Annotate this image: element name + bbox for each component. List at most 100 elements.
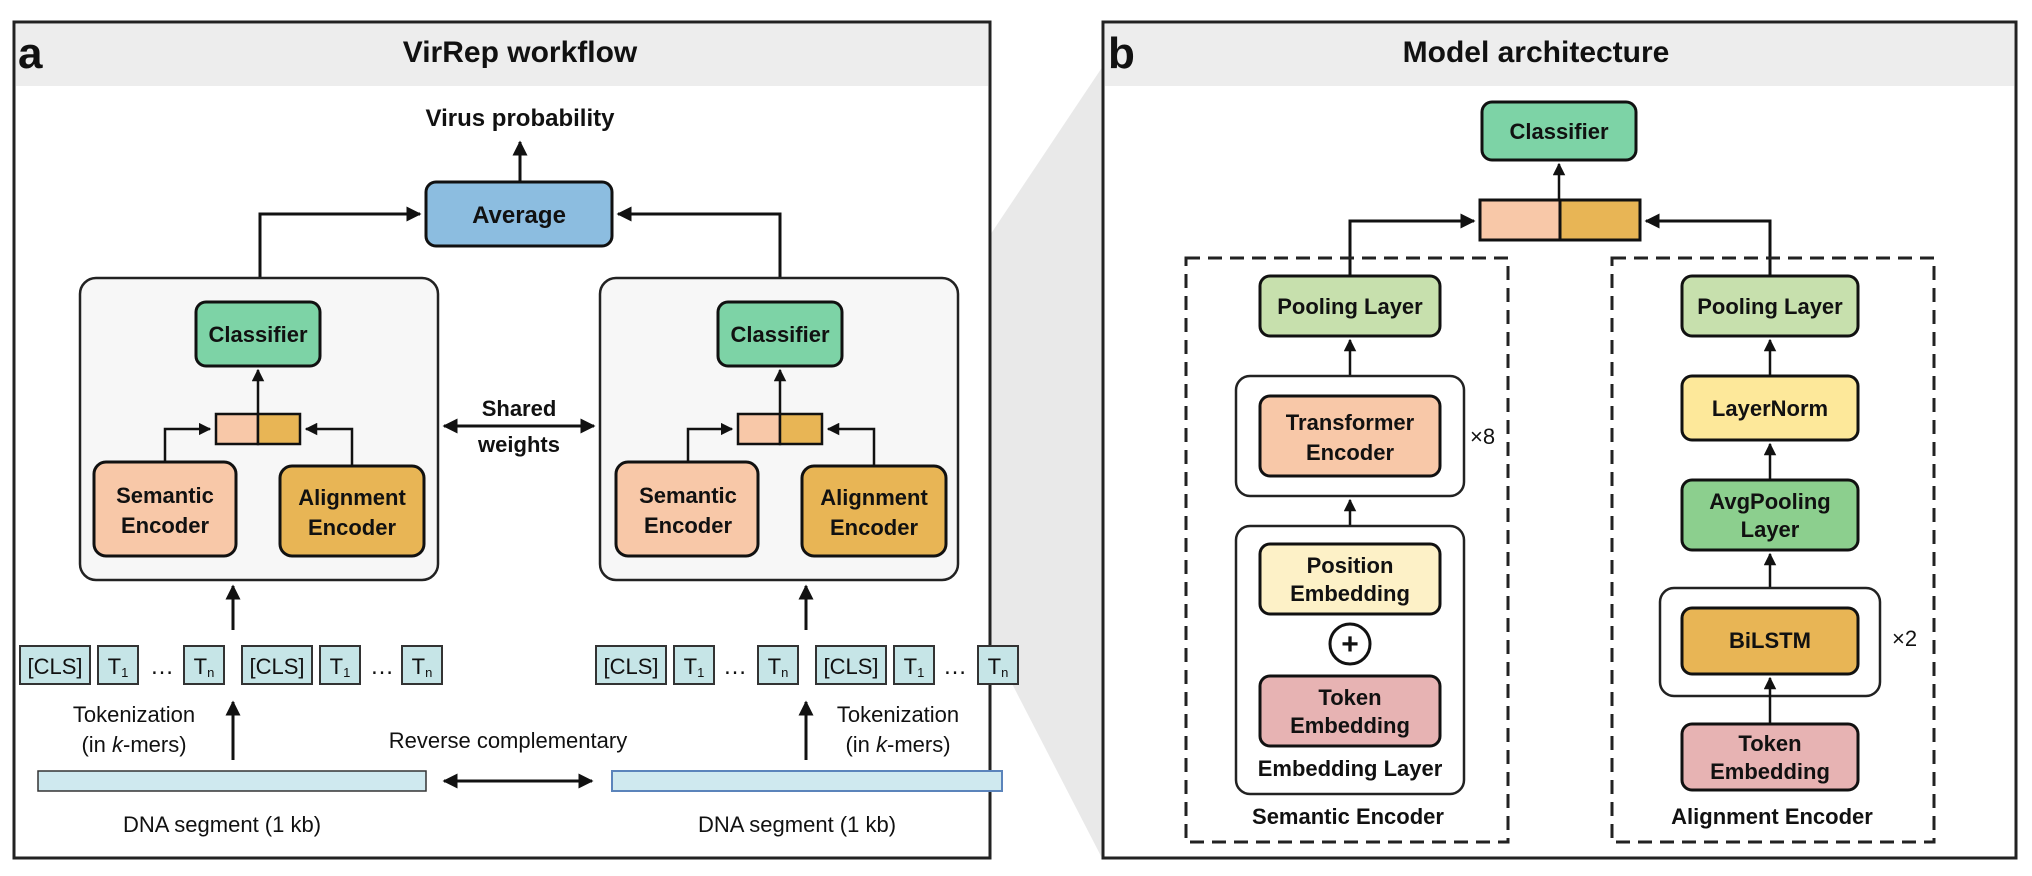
b-bilstm-label: BiLSTM [1729,628,1811,653]
right-classifier-label: Classifier [730,322,829,347]
average-box [424,180,614,248]
right-token-row: [CLS] T1 … Tn [CLS] T1 … [595,645,967,685]
b-avgpooling-label-2: Layer [1741,517,1800,542]
right-classifier-box [716,300,844,368]
token-box [183,645,225,685]
panel-a-letter: a [18,29,43,78]
token-cls: [CLS] [823,654,878,679]
token-box [241,645,313,685]
dna-segment-label-right: DNA segment (1 kb) [698,812,896,837]
b-semantic-pooling-label: Pooling Layer [1277,294,1423,319]
b-position-embedding-box [1258,542,1442,616]
b-x8-label: ×8 [1470,424,1495,449]
b-bilstm-box [1680,606,1860,676]
token-box [815,645,887,685]
token-t1: T1 [108,654,129,680]
token-box [319,645,361,685]
token-box [757,645,799,685]
shared-weights-label-1: Shared [482,396,557,421]
token-box [893,645,935,685]
left-token-row: [CLS] T1 … Tn [CLS] T1 … Tn [19,645,443,685]
token-t1: T1 [904,654,925,680]
left-alignment-label-2: Encoder [308,515,396,540]
b-avgpooling-label-1: AvgPooling [1709,489,1830,514]
right-model: Classifier Semantic Encoder Alignment En… [598,276,960,582]
token-cls: [CLS] [603,654,658,679]
arrow-right-branch-to-average [616,206,782,278]
b-semantic-encoder-label: Semantic Encoder [1252,804,1444,829]
b-alignment-token-label-1: Token [1738,731,1801,756]
token-cls: [CLS] [27,654,82,679]
right-concat-semantic [736,412,782,446]
right-alignment-label-2: Encoder [830,515,918,540]
shared-weights-label-2: weights [477,432,560,457]
right-tokenization-label-2: (in k-mers) [845,732,950,757]
b-semantic-token-label-1: Token [1318,685,1381,710]
token-ellipsis: … [943,653,967,680]
left-tokenization-label-1: Tokenization [73,702,195,727]
token-ellipsis: … [370,653,394,680]
left-tokenization-label-2: (in k-mers) [81,732,186,757]
panel-a: a VirRep workflow Virus probability Aver… [12,20,1019,860]
left-model: Classifier Semantic Encoder Alignment En… [78,276,440,582]
right-semantic-label-2: Encoder [644,513,732,538]
dna-segment-label-left: DNA segment (1 kb) [123,812,321,837]
b-plus-circle [1328,622,1372,666]
b-alignment-token-embedding-box [1680,722,1860,792]
zoom-wedge [960,66,1103,860]
b-alignment-encoder-label: Alignment Encoder [1671,804,1873,829]
dna-segment-bar-left [37,770,427,792]
left-alignment-to-concat-arrow [304,422,354,466]
b-plus-sign: + [1341,628,1359,661]
b-classifier-label: Classifier [1509,119,1608,144]
right-alignment-encoder-box [800,464,948,558]
b-alignment-to-concat-arrow [1644,213,1772,276]
b-alignment-pooling-box [1680,274,1860,338]
token-box [673,645,715,685]
left-concat-semantic [214,412,260,446]
right-alignment-label-1: Alignment [820,485,928,510]
panel-b-letter: b [1108,29,1135,78]
reverse-complementary-label: Reverse complementary [389,728,627,753]
b-layernorm-box [1680,374,1860,442]
token-box [977,645,1019,685]
panel-b-title: Model architecture [1403,36,1670,69]
b-semantic-to-concat-arrow [1348,213,1476,276]
b-classifier-box [1480,100,1638,162]
b-semantic-pooling-box [1258,274,1442,338]
left-concat-alignment [256,412,302,446]
b-position-label-1: Position [1307,553,1394,578]
arrow-left-branch-to-average [258,206,422,278]
right-semantic-label-1: Semantic [639,483,737,508]
token-box [97,645,139,685]
token-tn: Tn [768,654,789,680]
b-transformer-encoder-box [1258,394,1442,478]
right-semantic-encoder-box [614,460,760,558]
token-tn: Tn [412,654,433,680]
b-concat-alignment [1558,198,1642,242]
token-box [19,645,91,685]
right-tokenization-label-1: Tokenization [837,702,959,727]
b-semantic-token-embedding-box [1258,674,1442,748]
b-position-label-2: Embedding [1290,581,1410,606]
right-alignment-to-concat-arrow [826,422,876,466]
left-classifier-box [194,300,322,368]
b-semantic-encoder-group [1184,256,1510,844]
token-t1: T1 [330,654,351,680]
token-t1: T1 [684,654,705,680]
b-layernorm-label: LayerNorm [1712,396,1828,421]
token-ellipsis: … [723,653,747,680]
token-box [595,645,667,685]
left-alignment-label-1: Alignment [298,485,406,510]
panel-a-header [16,24,988,86]
b-avgpooling-box [1680,478,1860,552]
token-tn: Tn [988,654,1009,680]
left-alignment-encoder-box [278,464,426,558]
left-classifier-label: Classifier [208,322,307,347]
left-semantic-label-1: Semantic [116,483,214,508]
right-concat-alignment [778,412,824,446]
token-cls: [CLS] [249,654,304,679]
b-concat-semantic [1478,198,1562,242]
b-alignment-encoder-group [1610,256,1936,844]
left-semantic-encoder-box [92,460,238,558]
